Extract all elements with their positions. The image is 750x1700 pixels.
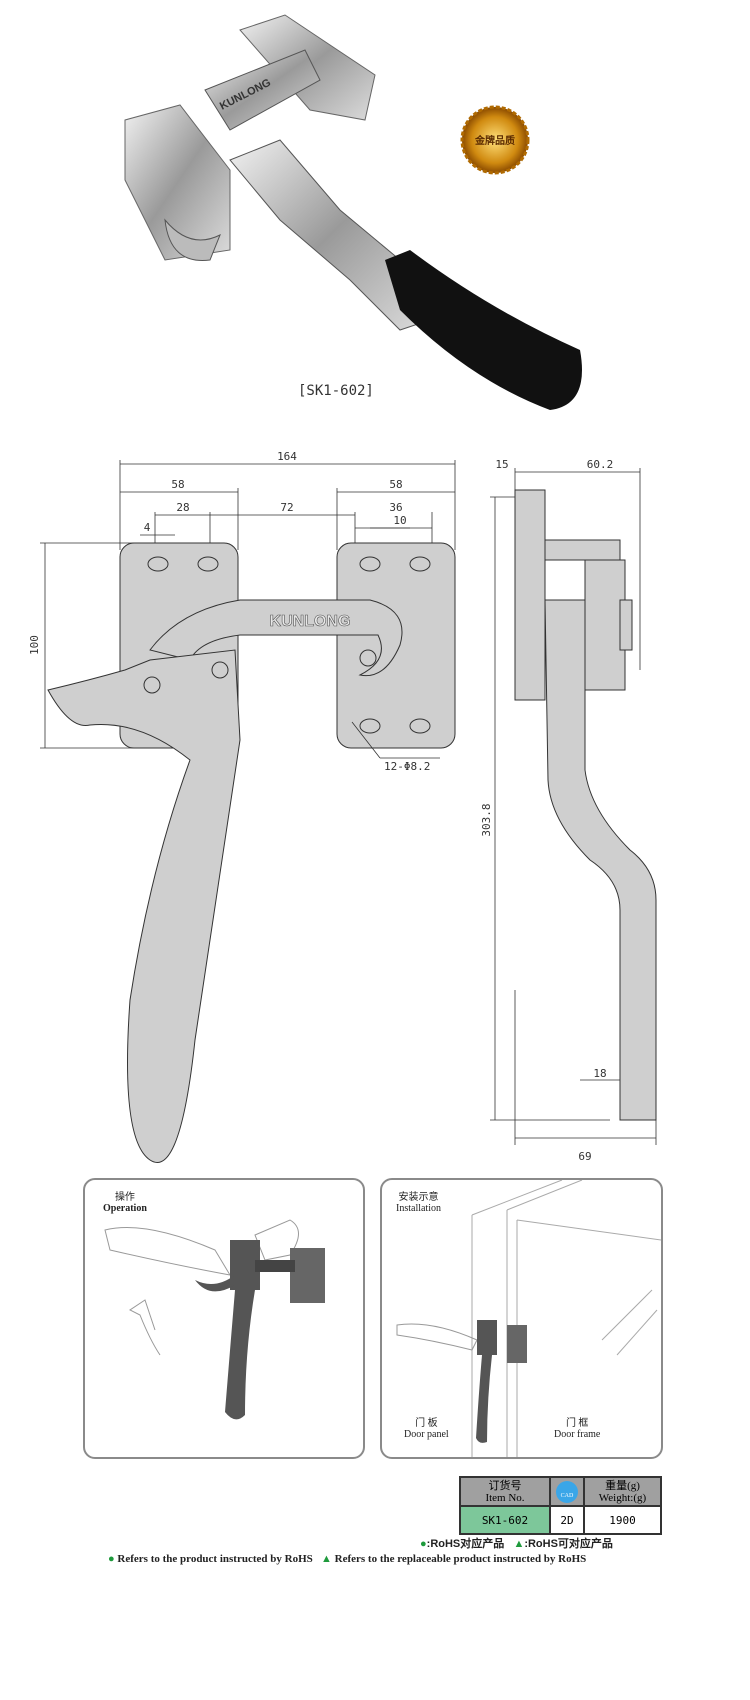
cad-cell: 2D xyxy=(549,1505,585,1535)
dim-handle-thickness: 18 xyxy=(593,1067,606,1080)
weight-cell: 1900 xyxy=(583,1505,662,1535)
dim-side-base: 69 xyxy=(578,1150,591,1163)
operation-illustration xyxy=(104,1219,325,1420)
dim-right-slot: 10 xyxy=(393,514,406,527)
item-no-cell: SK1-602 xyxy=(459,1505,551,1535)
rohs-circle-icon: ● xyxy=(420,1538,427,1550)
dim-side-depth: 60.2 xyxy=(587,458,614,471)
side-view-drawing: 15 60.2 303.8 18 69 xyxy=(480,458,657,1163)
dim-right-hole-spacing: 36 xyxy=(389,501,402,514)
dim-left-hole-spacing: 28 xyxy=(176,501,189,514)
rohs-triangle-icon: ▲ xyxy=(513,1538,525,1550)
product-photo: [SK1-602] KUNLONG 金牌品质 xyxy=(124,14,582,410)
dim-left-plate: 58 xyxy=(171,478,184,491)
dim-overall-length: 303.8 xyxy=(480,803,493,836)
dim-height: 100 xyxy=(28,635,41,655)
dim-overall-width: 164 xyxy=(277,450,297,463)
dim-right-plate: 58 xyxy=(389,478,402,491)
dim-plate-gap: 72 xyxy=(280,501,293,514)
dim-holes: 12-Φ8.2 xyxy=(384,760,430,773)
weight-header: 重量(g)Weight:(g) xyxy=(583,1476,662,1507)
svg-text:金牌品质: 金牌品质 xyxy=(474,134,515,147)
model-label: [SK1-602] xyxy=(298,383,374,399)
cad-icon: CAD xyxy=(556,1480,578,1503)
svg-text:KUNLONG: KUNLONG xyxy=(270,613,351,630)
rohs-replaceable-en: Refers to the replaceable product instru… xyxy=(334,1553,587,1565)
dim-side-thickness: 15 xyxy=(495,458,508,471)
front-view-drawing: 164 58 58 28 72 36 4 10 100 KUNLONG 12-Φ… xyxy=(28,450,456,1163)
quality-badge: 金牌品质 xyxy=(460,105,530,175)
cad-header: CAD xyxy=(549,1476,585,1507)
holes-leader-line xyxy=(351,721,440,759)
dim-left-slot: 4 xyxy=(144,521,151,534)
installation-illustration xyxy=(396,1180,661,1457)
rohs-en: Refers to the product instructed by RoHS xyxy=(117,1553,313,1565)
